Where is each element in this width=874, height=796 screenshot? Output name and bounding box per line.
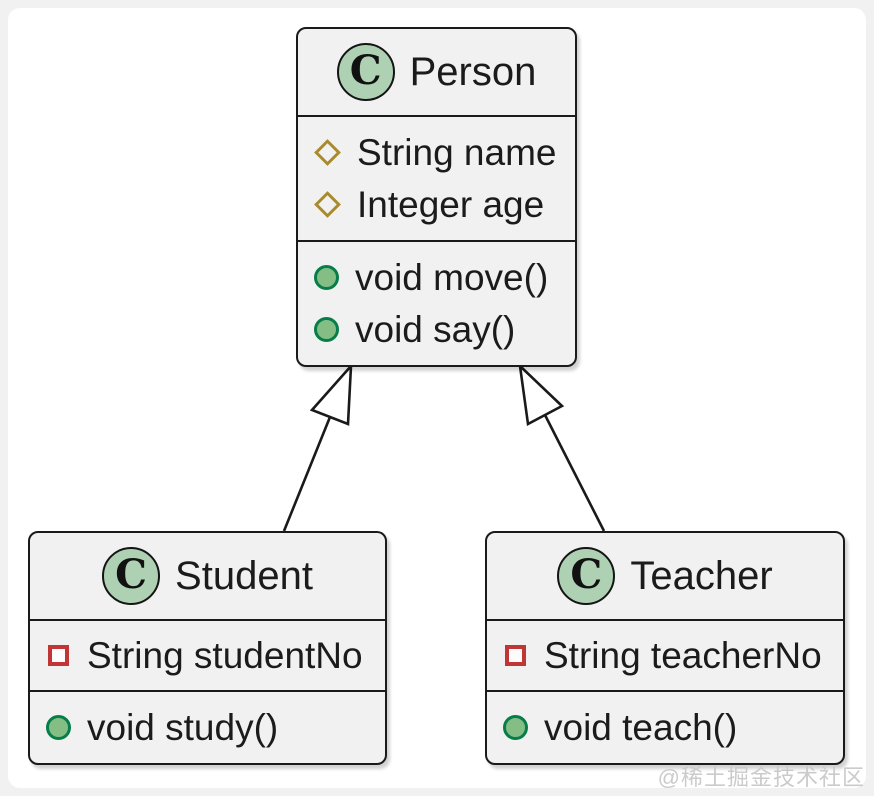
method-row: void move() [298,252,575,304]
field-text: String studentNo [87,634,363,676]
class-stereotype-icon: C [102,547,161,605]
method-text: void teach() [544,706,738,748]
public-visibility-icon [314,317,339,342]
private-visibility-icon [505,645,526,666]
fields-section-teacher: String teacherNo [487,619,843,690]
method-text: void move() [355,256,549,298]
method-text: void say() [355,308,516,350]
class-name: Person [409,49,537,94]
method-text: void study() [87,706,279,748]
class-box-student: C Student String studentNo void study() [28,531,387,765]
methods-section-teacher: void teach() [487,690,843,763]
class-stereotype-icon: C [557,547,616,605]
class-stereotype-icon: C [336,43,395,101]
public-visibility-icon [314,265,339,290]
field-text: Integer age [357,183,545,225]
class-name: Student [175,553,313,598]
fields-section-student: String studentNo [30,619,385,690]
field-text: String name [357,131,557,173]
field-row: String teacherNo [487,630,843,682]
public-visibility-icon [46,715,71,740]
class-header-student: C Student [30,533,385,619]
methods-section-student: void study() [30,690,385,763]
class-box-person: C Person String name Integer age void mo… [296,27,577,367]
method-row: void teach() [487,702,843,754]
class-header-teacher: C Teacher [487,533,843,619]
class-name: Teacher [630,553,773,598]
class-header-person: C Person [298,29,575,115]
field-row: String name [298,127,575,179]
package-private-visibility-icon [314,139,341,166]
package-private-visibility-icon [314,191,341,218]
watermark-text: @稀土掘金技术社区 [657,765,865,790]
public-visibility-icon [503,715,528,740]
method-row: void study() [30,702,385,754]
field-text: String teacherNo [544,634,822,676]
fields-section-person: String name Integer age [298,115,575,240]
private-visibility-icon [48,645,69,666]
field-row: Integer age [298,179,575,231]
method-row: void say() [298,304,575,356]
field-row: String studentNo [30,630,385,682]
methods-section-person: void move() void say() [298,240,575,365]
class-box-teacher: C Teacher String teacherNo void teach() [485,531,845,765]
